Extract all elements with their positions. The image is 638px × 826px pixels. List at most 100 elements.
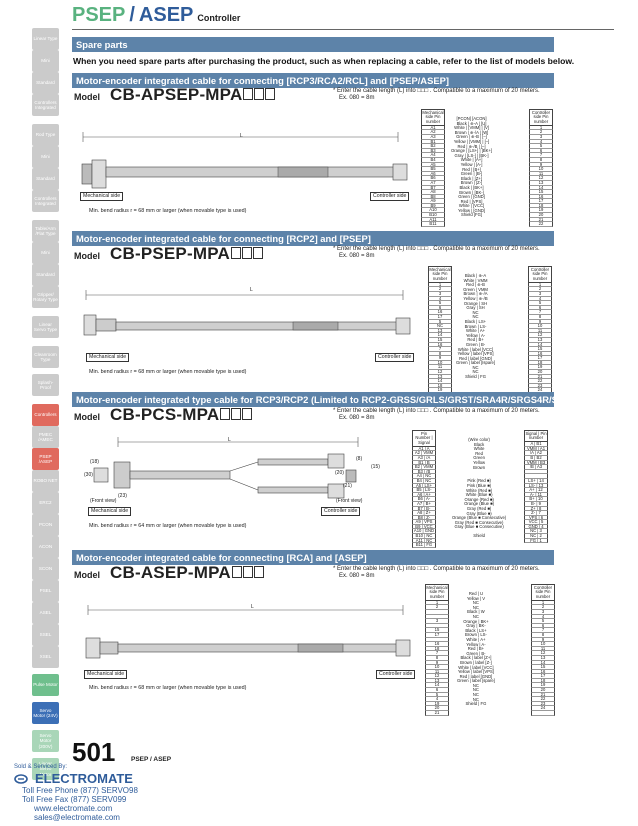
pin-cell: 16 bbox=[428, 342, 452, 348]
pin-cell: 13 bbox=[428, 328, 452, 334]
wire-label: Green bbox=[473, 455, 485, 461]
wire-label: Pink (Blue ■) bbox=[467, 482, 492, 488]
model-code: CB-PCS-MPA bbox=[110, 405, 220, 424]
front-view-label: (Front view) bbox=[90, 498, 117, 504]
sidebar-tab[interactable]: ASEL bbox=[32, 602, 59, 624]
right-column-header: Controller side Pin number bbox=[531, 584, 555, 601]
pin-cell: VCC | 5 bbox=[524, 520, 548, 525]
pin-cell: VMM | A1 bbox=[524, 446, 548, 452]
pin-cell: 10 bbox=[425, 665, 449, 670]
sidebar-tab[interactable]: Pulse Motor bbox=[32, 674, 59, 696]
pin-cell: 3 bbox=[425, 619, 449, 624]
section-1-note: * Enter the cable length (L) into □□□ . … bbox=[333, 88, 540, 102]
pin-cell: 6 bbox=[428, 305, 452, 311]
sidebar-tab[interactable]: Splash-Proof bbox=[32, 374, 59, 396]
length-box bbox=[242, 566, 253, 578]
pin-cell: 20 bbox=[528, 370, 552, 375]
sidebar-tab[interactable]: Linear Servo Motor bbox=[32, 758, 59, 780]
sidebar-tab[interactable]: Controllers bbox=[32, 404, 59, 426]
pin-cell: B4 bbox=[421, 157, 445, 163]
sidebar-tab[interactable]: Controllers Integrated bbox=[32, 94, 59, 116]
pin-cell: 14 bbox=[428, 379, 452, 384]
section-1-banner: Motor-encoder integrated cable for conne… bbox=[72, 73, 554, 88]
sidebar-tab[interactable]: Mini bbox=[32, 242, 59, 264]
sidebar-tab[interactable]: ACON bbox=[32, 536, 59, 558]
wire-label: Orange (Red ■) bbox=[464, 496, 494, 502]
sidebar-tab[interactable]: Cleanroom Type bbox=[32, 346, 59, 368]
sidebar-tab[interactable]: PSEL bbox=[32, 580, 59, 602]
pin-cell: 13 bbox=[528, 337, 552, 343]
website-link[interactable]: www.electromate.com bbox=[34, 804, 113, 813]
bend-radius-note: Min. bend radius r = 68 mm or larger (wh… bbox=[89, 208, 247, 214]
pin-cell: 21 bbox=[531, 692, 555, 698]
wire-label: Black | ⊕-A bbox=[464, 273, 487, 278]
wire-label bbox=[456, 384, 495, 389]
controller-side-label: Controller side bbox=[370, 192, 410, 201]
left-column-header: Mechanical side Pin number bbox=[425, 584, 449, 601]
pin-cell: 16 bbox=[529, 194, 553, 200]
pin-cell: 8 bbox=[531, 632, 555, 638]
pin-cell bbox=[425, 637, 449, 643]
sidebar-tab[interactable]: ERC2 bbox=[32, 492, 59, 514]
pin-cell: A- | 11 bbox=[524, 492, 548, 498]
sidebar-tab[interactable]: Linear Type bbox=[32, 28, 59, 50]
sidebar-tab[interactable]: ROBO NET bbox=[32, 470, 59, 492]
sidebar-tab[interactable]: Servo Motor (24V) bbox=[32, 702, 59, 724]
sidebar-tab[interactable]: PSEP /ASEP bbox=[32, 448, 59, 470]
sidebar-tab[interactable]: Standard bbox=[32, 168, 59, 190]
length-example: Ex. 080 = 8m bbox=[339, 573, 375, 580]
section-4-note: * Enter the cable length (L) into □□□ . … bbox=[333, 566, 540, 580]
pin-cell: 13 bbox=[529, 180, 553, 186]
fax: Toll Free Fax (877) SERV099 bbox=[22, 795, 127, 804]
pin-cell: 15 bbox=[529, 190, 553, 195]
wire-label: Red bbox=[475, 450, 483, 456]
pin-cell: 12 bbox=[428, 370, 452, 375]
pin-cell: 5 bbox=[425, 692, 449, 698]
wire-label: Gray | [LS-] | [BK-] bbox=[454, 152, 489, 158]
sidebar-tab[interactable]: Mini bbox=[32, 50, 59, 72]
section-4-cable-drawing bbox=[85, 605, 411, 659]
sidebar-tab[interactable]: PCON bbox=[32, 514, 59, 536]
pin-cell bbox=[524, 469, 548, 475]
sidebar-tab[interactable]: Table/Arm /Flat Type bbox=[32, 220, 59, 242]
wire-label: Gray | BK- bbox=[466, 623, 486, 629]
email-link[interactable]: sales@electromate.com bbox=[34, 813, 120, 822]
sidebar-tab[interactable]: Standard bbox=[32, 264, 59, 286]
length-box bbox=[252, 247, 263, 259]
sidebar-tab[interactable]: Rod Type bbox=[32, 124, 59, 146]
wire-label: Brown | ⊕-/A | [W] bbox=[454, 129, 489, 135]
pin-cell: 4 bbox=[425, 697, 449, 702]
pin-cell: 17 bbox=[531, 674, 555, 679]
brand: ELECTROMATE bbox=[14, 771, 154, 786]
wire-column: [PCON] [ACON]Black | ⊕-A | [U]White | [V… bbox=[451, 116, 492, 218]
sidebar-tab[interactable]: Standard bbox=[32, 72, 59, 94]
page-number: 501 bbox=[72, 737, 116, 767]
sidebar-tab[interactable]: PMEC /AMEC bbox=[32, 426, 59, 448]
pin-cell: 8 bbox=[529, 157, 553, 163]
sidebar-tab[interactable]: Controllers Integrated bbox=[32, 190, 59, 212]
sidebar-tab[interactable]: SCON bbox=[32, 558, 59, 580]
pin-cell: 12 bbox=[425, 674, 449, 679]
wire-label: NC bbox=[472, 600, 479, 606]
pin-cell: 12 bbox=[528, 333, 552, 338]
wire-label: Yellow | label [VPS] bbox=[457, 669, 494, 675]
pin-cell: 10 bbox=[528, 324, 552, 329]
pin-cell: VPS | 6 bbox=[524, 515, 548, 521]
pin-cell: A10 bbox=[421, 208, 445, 214]
pin-cell: 2 bbox=[531, 605, 555, 610]
pin-cell: A6 bbox=[421, 171, 445, 177]
title-slash: / bbox=[129, 4, 135, 26]
wire-label: NC bbox=[472, 696, 479, 702]
sidebar-tab[interactable]: Linear Servo Type bbox=[32, 316, 59, 338]
sidebar-tab[interactable]: Mini bbox=[32, 146, 59, 168]
sidebar-tab[interactable]: SSEL bbox=[32, 624, 59, 646]
sidebar-tab[interactable]: XSEL bbox=[32, 646, 59, 668]
sidebar-tab[interactable]: Servo Motor (200V) bbox=[32, 730, 59, 752]
header-rule bbox=[72, 29, 614, 30]
left-column-header: Mechanical side Pin number bbox=[421, 109, 445, 126]
pin-cell: 23 bbox=[528, 383, 552, 389]
sidebar-tab[interactable]: Gripper/ Rotary Type bbox=[32, 286, 59, 308]
